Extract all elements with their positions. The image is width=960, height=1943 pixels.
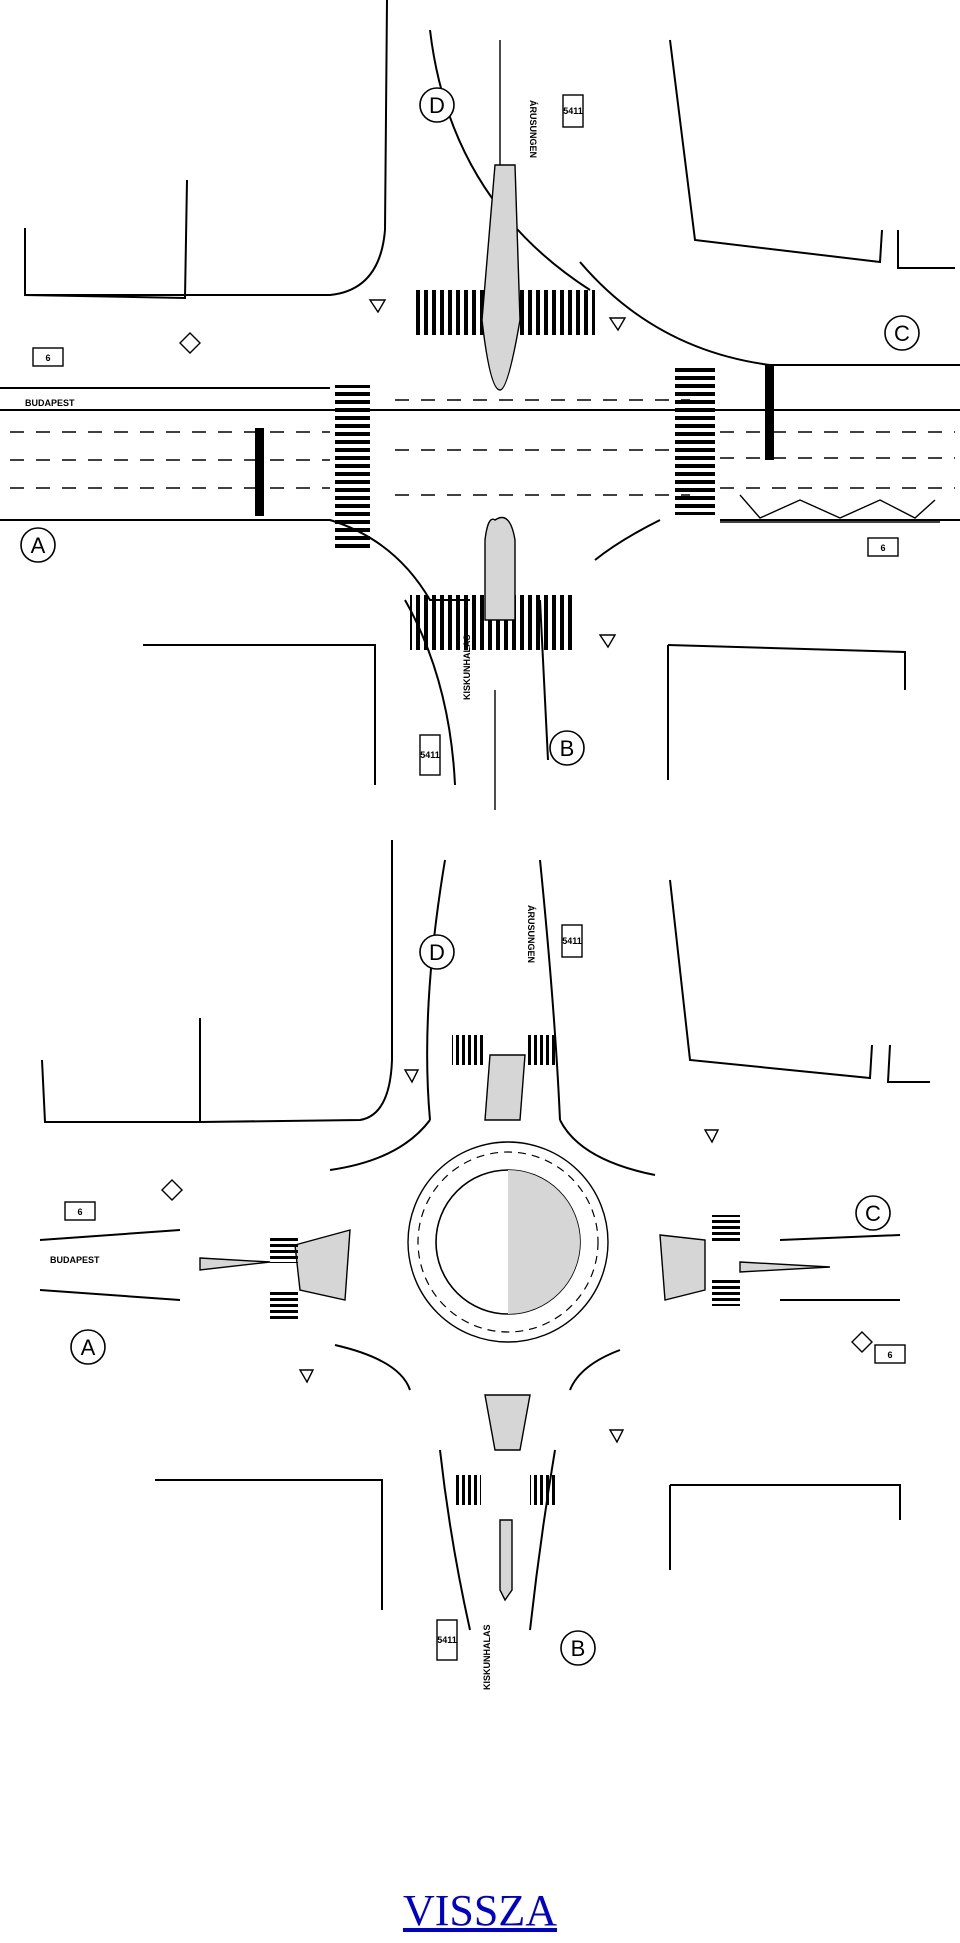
- yield-sign-icon: [403, 1069, 420, 1084]
- kerb-lines: [39, 840, 930, 1631]
- yield-sign-icon: [598, 634, 617, 649]
- svg-text:A: A: [31, 533, 46, 558]
- approach-label-b: B: [560, 1630, 596, 1666]
- street-name-d: ÁRUSUNGEN: [528, 100, 538, 158]
- priority-sign-icon: [179, 332, 201, 354]
- svg-text:C: C: [865, 1201, 881, 1226]
- approach-label-b: B: [549, 730, 585, 766]
- svg-text:6: 6: [880, 543, 885, 553]
- yield-sign-icon: [608, 317, 627, 332]
- priority-sign-icon: [851, 1331, 873, 1353]
- lane-markings: [10, 40, 955, 810]
- yield-sign-icon: [298, 1369, 315, 1384]
- kerb-lines: [0, 0, 960, 786]
- route-shield-b: 5411: [419, 734, 441, 776]
- crosswalk-blocks: [270, 1035, 740, 1505]
- svg-text:B: B: [571, 1636, 586, 1661]
- street-name-a: BUDAPEST: [50, 1255, 100, 1265]
- street-name-a: BUDAPEST: [25, 398, 75, 408]
- svg-text:6: 6: [887, 1350, 892, 1360]
- route-shield-a: 6: [64, 1201, 96, 1221]
- svg-text:D: D: [429, 93, 445, 118]
- svg-text:D: D: [429, 940, 445, 965]
- svg-text:5411: 5411: [437, 1635, 457, 1645]
- parking-bay-edge: [739, 494, 936, 519]
- svg-text:6: 6: [77, 1207, 82, 1217]
- approach-label-a: A: [20, 527, 56, 563]
- svg-text:C: C: [894, 321, 910, 346]
- approach-label-d: D: [419, 87, 455, 123]
- splitter-island-west: [294, 1229, 351, 1301]
- stop-line-a: [255, 428, 264, 516]
- route-shield-a: 6: [32, 347, 64, 367]
- route-shield-c: 6: [874, 1344, 906, 1364]
- crosswalk-c: [675, 365, 715, 515]
- approach-label-d: D: [419, 934, 455, 970]
- splitter-island-south: [484, 1394, 531, 1451]
- route-shield-b: 5411: [436, 1619, 458, 1661]
- svg-text:5411: 5411: [562, 936, 582, 946]
- street-name-b: KISKUNHALAS: [482, 1624, 492, 1690]
- route-shield-d: 5411: [562, 94, 584, 128]
- yield-sign-icon: [703, 1129, 720, 1144]
- splitter-island-north: [481, 164, 521, 391]
- svg-text:6: 6: [45, 353, 50, 363]
- svg-text:5411: 5411: [420, 750, 440, 760]
- crosswalk-a: [335, 385, 370, 550]
- svg-text:5411: 5411: [563, 106, 583, 116]
- stop-line-c: [765, 365, 774, 460]
- svg-text:B: B: [560, 736, 575, 761]
- splitter-island-east: [659, 1234, 706, 1301]
- svg-text:A: A: [81, 1335, 96, 1360]
- back-link[interactable]: VISSZA: [402, 1886, 558, 1935]
- street-name-b: KISKUNHALAS: [462, 634, 472, 700]
- approach-label-c: C: [884, 315, 920, 351]
- intersection-plan-roundabout: D C A B 6 6 5411 5411 BUDAPEST ÁRUSUNGEN…: [39, 840, 930, 1690]
- approach-label-a: A: [70, 1329, 106, 1365]
- splitter-island-south: [484, 516, 516, 621]
- route-shield-d: 5411: [561, 924, 583, 958]
- priority-sign-icon: [161, 1179, 183, 1201]
- yield-sign-icon: [368, 299, 387, 314]
- route-shield-c: 6: [867, 537, 899, 557]
- approach-label-c: C: [855, 1195, 891, 1231]
- splitter-island-north: [484, 1054, 526, 1121]
- intersection-plan-before: D C A B 6 6 5411 5411 BUDAPEST ÁRUSUNGEN…: [0, 0, 960, 810]
- street-name-d: ÁRUSUNGEN: [526, 905, 536, 963]
- roundabout: [407, 1141, 609, 1343]
- yield-sign-icon: [608, 1429, 625, 1444]
